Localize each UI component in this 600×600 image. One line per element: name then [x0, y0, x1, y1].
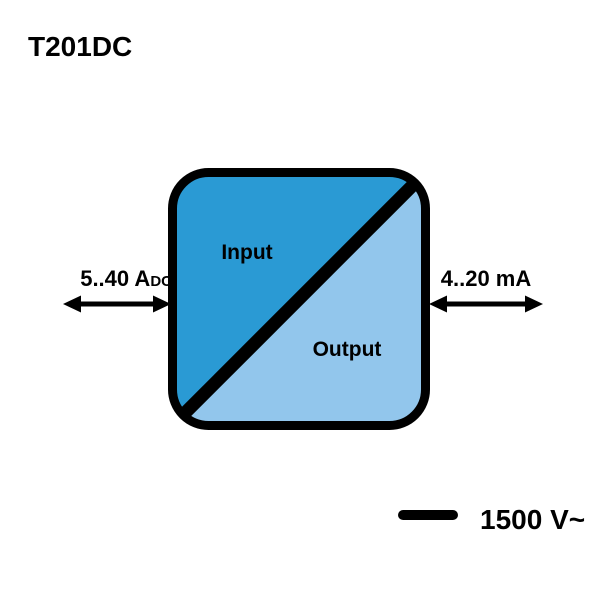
right-double-arrow-icon	[429, 295, 543, 313]
isolation-bar-icon	[398, 510, 458, 520]
input-zone-label: Input	[221, 241, 273, 264]
input-range-subscript: DC	[150, 273, 172, 290]
model-title: T201DC	[28, 31, 133, 62]
device-border	[168, 168, 430, 430]
device-box	[168, 168, 430, 430]
input-range-label: 5..40 ADC	[60, 266, 172, 295]
left-double-arrow-icon	[63, 295, 171, 313]
output-range-label: 4..20 mA	[440, 266, 532, 291]
isolation-voltage-label: 1500 V~	[480, 504, 586, 535]
diagonal-divider	[176, 176, 422, 422]
output-zone-label: Output	[312, 338, 382, 361]
input-range-main: 5..40 A	[80, 266, 151, 291]
